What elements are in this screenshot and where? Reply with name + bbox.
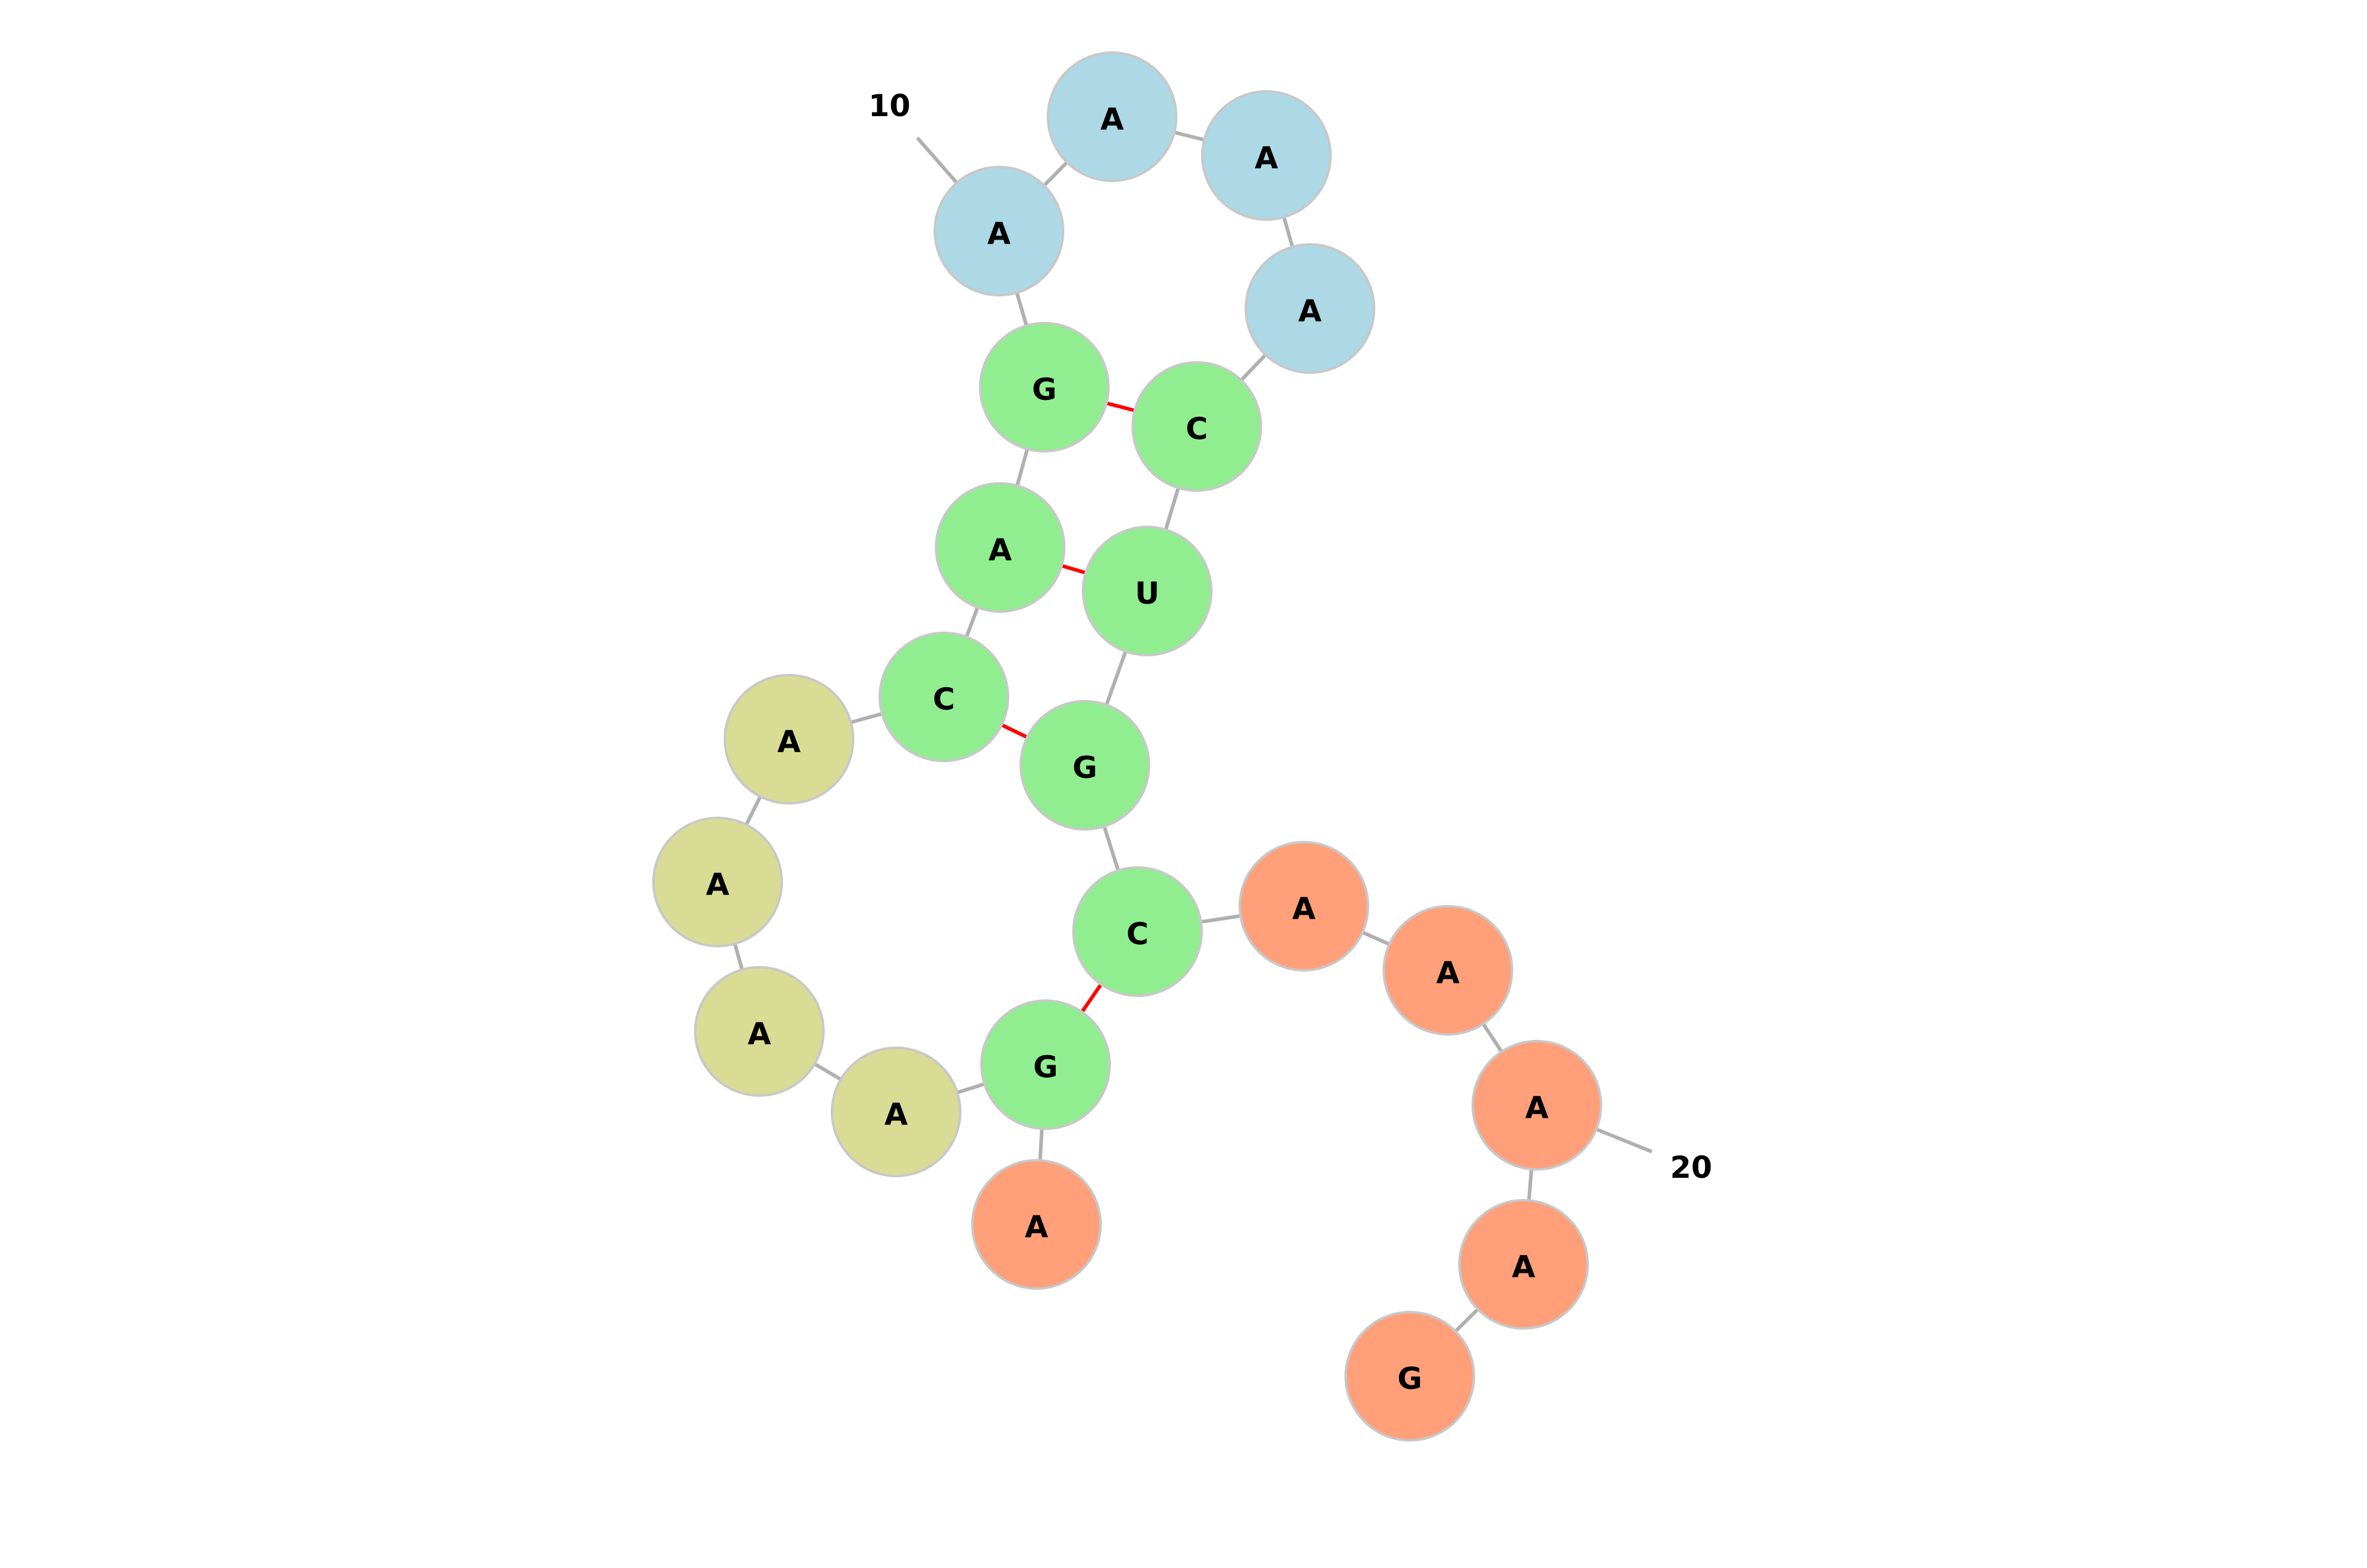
nucleotide-circle: [1344, 1311, 1475, 1442]
nucleotide-circle: [1082, 526, 1213, 656]
nucleotide-9: G: [979, 322, 1110, 452]
nucleotide-12: A: [1201, 90, 1332, 221]
nucleotide-3: A: [831, 1047, 961, 1177]
nucleotide-circle: [831, 1047, 961, 1177]
nucleotide-letter: A: [1512, 1249, 1536, 1284]
nucleotide-11: A: [1047, 51, 1177, 182]
nucleotide-22: G: [1344, 1311, 1475, 1442]
nucleotide-letter: A: [1525, 1090, 1549, 1125]
nucleotide-letter: A: [1255, 140, 1278, 175]
nucleotide-letter: A: [748, 1016, 771, 1051]
nucleotide-letter: A: [989, 532, 1012, 567]
nucleotide-letter: A: [706, 867, 730, 902]
nucleotide-18: A: [1239, 841, 1369, 972]
nucleotide-13: A: [1245, 243, 1375, 374]
nucleotide-letter: A: [778, 724, 801, 759]
nucleotide-circle: [979, 322, 1110, 452]
nucleotide-letter: G: [1072, 750, 1097, 785]
nucleotide-circle: [724, 674, 854, 805]
nucleotide-letter: A: [1436, 955, 1460, 990]
nucleotide-letter: G: [1397, 1361, 1422, 1396]
nucleotide-5: A: [652, 817, 783, 947]
nucleotide-letter: A: [987, 216, 1011, 251]
position-label: 10: [868, 88, 911, 123]
nucleotide-letter: C: [933, 682, 955, 717]
position-labels: 10 20: [868, 88, 1712, 1185]
nucleotide-circle: [1020, 700, 1150, 831]
nucleotide-letter: A: [1101, 102, 1124, 137]
nucleotide-8: A: [935, 482, 1066, 613]
nucleotide-circle: [1239, 841, 1369, 972]
nucleotide-circle: [980, 999, 1111, 1130]
nucleotide-circle: [1458, 1199, 1589, 1330]
nucleotide-circle: [879, 632, 1009, 762]
nucleotide-16: G: [1020, 700, 1150, 831]
nucleotide-15: U: [1082, 526, 1213, 656]
nucleotide-letter: G: [1033, 1050, 1058, 1085]
nucleotide-letter: A: [885, 1097, 908, 1132]
nucleotide-circle: [1072, 866, 1203, 997]
nucleotide-letter: A: [1298, 293, 1322, 328]
nucleotide-letter: C: [1127, 916, 1149, 952]
nucleotide-letter: A: [1292, 891, 1316, 926]
nucleotide-21: A: [1458, 1199, 1589, 1330]
position-label: 20: [1670, 1150, 1712, 1185]
nucleotide-circle: [1245, 243, 1375, 374]
nucleotide-17: C: [1072, 866, 1203, 997]
nucleotide-circle: [694, 966, 825, 1097]
nucleotide-10: A: [934, 166, 1064, 296]
nucleotide-6: A: [724, 674, 854, 805]
nucleotide-letter: C: [1186, 411, 1208, 446]
nucleotide-letter: A: [1025, 1209, 1049, 1244]
nucleotide-circle: [1047, 51, 1177, 182]
nucleotide-4: A: [694, 966, 825, 1097]
nucleotide-letter: U: [1135, 576, 1160, 611]
nucleotide-2: G: [980, 999, 1111, 1130]
nucleotide-circle: [1472, 1040, 1602, 1171]
nucleotide-letter: G: [1032, 372, 1056, 407]
nucleotide-7: C: [879, 632, 1009, 762]
nucleotide-circle: [652, 817, 783, 947]
nucleotide-1: A: [971, 1159, 1102, 1290]
nucleotide-14: C: [1131, 361, 1262, 492]
nucleotide-circle: [934, 166, 1064, 296]
nucleotide-19: A: [1383, 905, 1513, 1036]
nucleotide-circle: [935, 482, 1066, 613]
nucleotide-circle: [1201, 90, 1332, 221]
nucleotide-circle: [1131, 361, 1262, 492]
nucleotide-circle: [971, 1159, 1102, 1290]
nucleotides: A G A A A A C A G A A A A C U G C A A A A G: [652, 51, 1602, 1442]
nucleotide-circle: [1383, 905, 1513, 1036]
nucleotide-20: A: [1472, 1040, 1602, 1171]
